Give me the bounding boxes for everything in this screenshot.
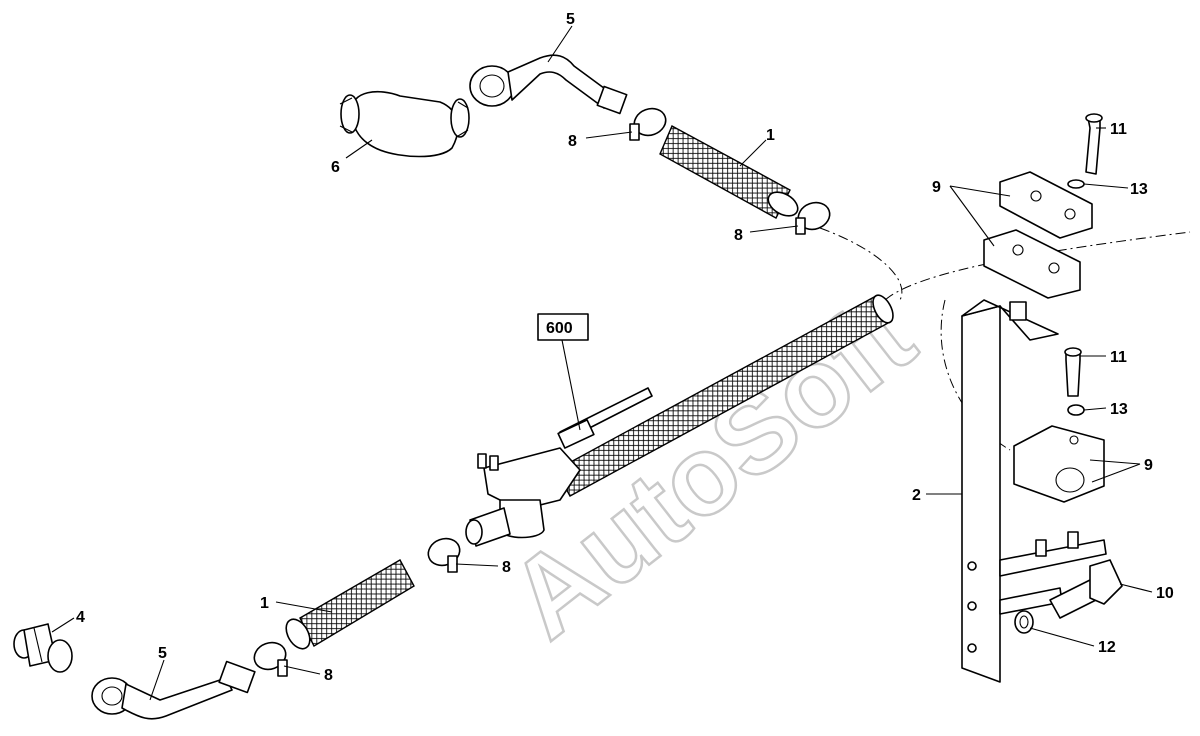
clamp-block-9-top-upper — [999, 171, 1093, 239]
bracket-2 — [961, 299, 1107, 683]
valve-body — [465, 387, 653, 547]
callout-13-top: 13 — [1130, 181, 1148, 198]
spacer-small-top — [1009, 301, 1027, 321]
hose-clamp-8-a — [629, 107, 667, 141]
washer-13-mid — [1067, 404, 1085, 416]
callout-8-b: 8 — [734, 227, 743, 244]
braided-hose-1-bottom — [285, 559, 415, 650]
callout-8-d: 8 — [324, 667, 333, 684]
callout-8-c: 8 — [502, 559, 511, 576]
leader-lines — [51, 25, 1153, 701]
callout-5-bottom: 5 — [158, 645, 167, 662]
routing-centerline — [819, 227, 1191, 641]
screw-11-top — [1085, 113, 1103, 175]
callout-11-mid: 11 — [1110, 349, 1127, 366]
hose-clamp-8-b — [795, 201, 831, 235]
clamp-block-9-mid — [1013, 425, 1105, 503]
callout-labels: 5 6 1 8 8 9 11 13 11 13 9 2 10 12 8 1 8 … — [76, 11, 1174, 684]
callout-2: 2 — [912, 487, 921, 504]
callout-4: 4 — [76, 609, 85, 626]
hose-clamp-8-c — [427, 537, 461, 573]
callout-9-top: 9 — [932, 179, 941, 196]
washer-12 — [1014, 610, 1034, 634]
callout-9-bottom: 9 — [1144, 457, 1153, 474]
callout-10: 10 — [1156, 585, 1174, 602]
callout-1-top: 1 — [766, 127, 775, 144]
hose-clamp-8-d — [253, 641, 288, 677]
pipe-5-top — [469, 54, 628, 115]
callout-12: 12 — [1098, 639, 1116, 656]
washer-13-top — [1067, 179, 1085, 189]
reference-box-600: 600 — [537, 313, 589, 431]
pipe-5-bottom — [91, 660, 256, 720]
callout-6: 6 — [331, 159, 340, 176]
screw-11-mid — [1064, 347, 1082, 397]
bolt-10 — [1035, 531, 1123, 619]
union-fitting-4 — [13, 623, 73, 673]
callout-8-a: 8 — [568, 133, 577, 150]
callout-13-mid: 13 — [1110, 401, 1128, 418]
clamp-block-9-top-lower — [983, 229, 1081, 299]
reference-box-600-label: 600 — [546, 320, 573, 337]
callout-5-top: 5 — [566, 11, 575, 28]
braided-hose-1-top — [659, 125, 799, 219]
callout-1-bottom: 1 — [260, 595, 269, 612]
callout-11-top: 11 — [1110, 121, 1127, 138]
elbow-fitting-6 — [339, 90, 470, 158]
